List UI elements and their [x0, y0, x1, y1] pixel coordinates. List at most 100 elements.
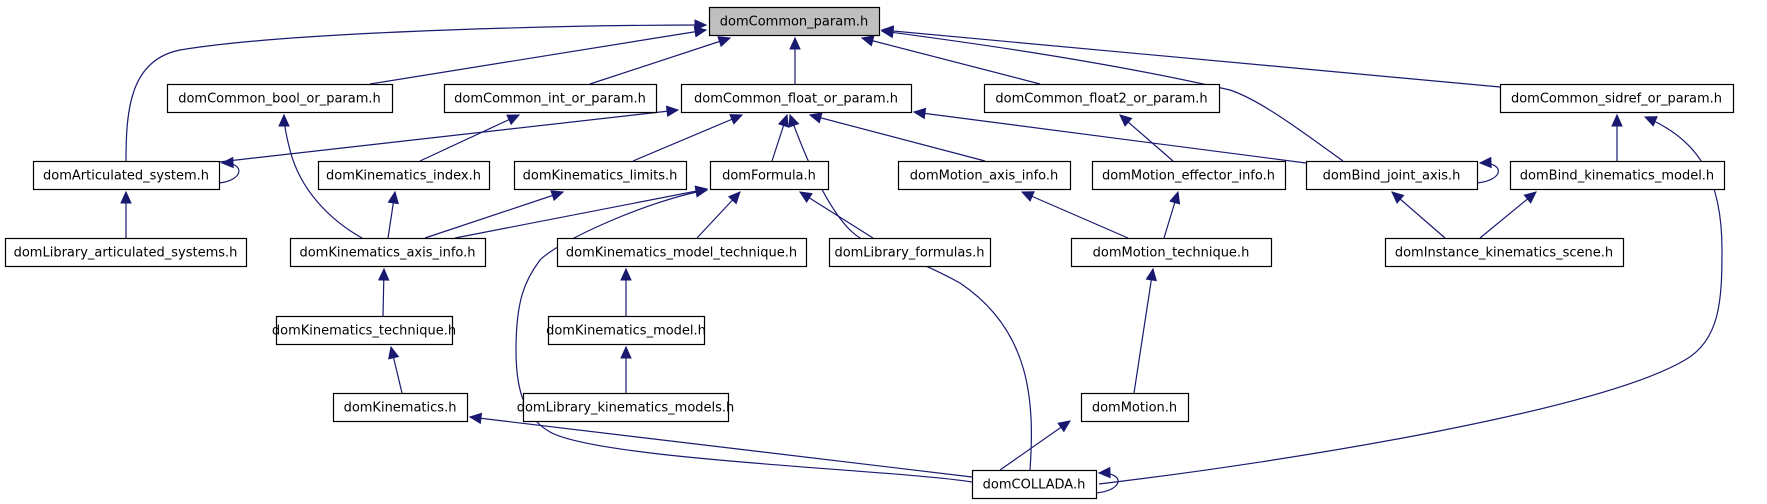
node-label: domCommon_float2_or_param.h: [995, 92, 1207, 107]
edge-float-or-param-to-common-param: [789, 36, 801, 84]
node-box[interactable]: [971, 469, 1098, 500]
arrowhead-icon: [1478, 156, 1492, 169]
edge-motion-technique-to-motion-effector-info: [1163, 190, 1181, 239]
edge-library-articulated-systems-to-articulated-system: [120, 190, 132, 238]
node-label: domBind_joint_axis.h: [1323, 169, 1461, 184]
edge-motion-axis-info-to-float-or-param: [808, 112, 986, 162]
node-kinematics[interactable]: domKinematics.h: [332, 392, 469, 423]
node-kinematics-technique[interactable]: domKinematics_technique.h: [272, 315, 456, 346]
node-box[interactable]: [1070, 237, 1273, 268]
node-formula[interactable]: domFormula.h: [709, 160, 830, 191]
node-motion-effector-info[interactable]: domMotion_effector_info.h: [1091, 160, 1287, 191]
node-box[interactable]: [983, 83, 1221, 114]
node-box[interactable]: [513, 160, 688, 191]
edge-kinematics-limits-to-float-or-param: [632, 114, 744, 162]
node-bind-kinematics-model[interactable]: domBind_kinematics_model.h: [1509, 160, 1726, 191]
node-int-or-param[interactable]: domCommon_int_or_param.h: [443, 83, 658, 114]
node-label: domKinematics_axis_info.h: [299, 246, 475, 261]
node-box[interactable]: [1305, 160, 1479, 191]
edge-line: [1391, 191, 1446, 239]
node-box[interactable]: [708, 6, 881, 37]
node-box[interactable]: [289, 237, 487, 268]
edge-line: [419, 114, 520, 162]
node-box[interactable]: [680, 83, 913, 114]
edge-library-formulas-to-formula: [798, 191, 874, 239]
edge-bool-or-param-to-common-param: [369, 26, 708, 85]
edge-kinematics-axis-info-to-kinematics-index: [387, 190, 399, 239]
edge-line: [424, 191, 564, 239]
node-label: domCommon_int_or_param.h: [454, 92, 646, 107]
node-motion-technique[interactable]: domMotion_technique.h: [1070, 237, 1273, 268]
node-library-formulas[interactable]: domLibrary_formulas.h: [828, 237, 992, 268]
node-box[interactable]: [4, 237, 248, 268]
edge-collada-to-collada: [1095, 466, 1119, 494]
edge-bind-joint-axis-to-bind-joint-axis: [1476, 156, 1499, 184]
node-label: domMotion.h: [1092, 401, 1177, 416]
node-box[interactable]: [897, 160, 1072, 191]
node-box[interactable]: [709, 160, 830, 191]
arrowhead-icon: [727, 191, 741, 205]
arrowhead-icon: [789, 36, 801, 50]
edge-kinematics-axis-info-to-formula: [454, 185, 709, 239]
arrowhead-icon: [717, 36, 732, 48]
node-collada[interactable]: domCOLLADA.h: [971, 469, 1098, 500]
node-kinematics-axis-info[interactable]: domKinematics_axis_info.h: [289, 237, 487, 268]
edge-line: [369, 29, 707, 85]
node-box[interactable]: [275, 315, 454, 346]
node-label: domCommon_float_or_param.h: [694, 92, 898, 107]
arrowhead-icon: [912, 107, 927, 120]
arrowhead-icon: [506, 114, 521, 126]
node-box[interactable]: [547, 315, 706, 346]
node-box[interactable]: [1091, 160, 1287, 191]
node-box[interactable]: [1080, 392, 1190, 423]
arrowhead-icon: [387, 190, 399, 205]
arrowhead-icon: [1643, 116, 1658, 127]
node-kinematics-index[interactable]: domKinematics_index.h: [317, 160, 491, 191]
node-box[interactable]: [522, 392, 730, 423]
node-motion-axis-info[interactable]: domMotion_axis_info.h: [897, 160, 1072, 191]
node-label: domKinematics_technique.h: [272, 324, 456, 339]
arrowhead-icon: [550, 190, 565, 202]
node-label: domLibrary_kinematics_models.h: [517, 401, 735, 416]
edge-collada-to-formula: [515, 186, 973, 483]
node-label: domInstance_kinematics_scene.h: [1395, 246, 1613, 261]
edge-collada-to-motion: [999, 420, 1071, 471]
node-box[interactable]: [332, 392, 469, 423]
node-kinematics-model[interactable]: domKinematics_model.h: [546, 315, 706, 346]
node-articulated-system[interactable]: domArticulated_system.h: [32, 160, 221, 191]
node-box[interactable]: [166, 83, 394, 114]
node-box[interactable]: [32, 160, 221, 191]
node-bool-or-param[interactable]: domCommon_bool_or_param.h: [166, 83, 394, 114]
nodes-layer: domCommon_param.h domCommon_bool_or_param…: [4, 6, 1735, 500]
edge-library-kinematics-models-to-kinematics-model: [620, 345, 632, 393]
node-library-kinematics-models[interactable]: domLibrary_kinematics_models.h: [517, 392, 735, 423]
node-label: domCOLLADA.h: [983, 478, 1086, 493]
node-float2-or-param[interactable]: domCommon_float2_or_param.h: [983, 83, 1221, 114]
edge-line: [209, 109, 679, 164]
node-float-or-param[interactable]: domCommon_float_or_param.h: [680, 83, 913, 114]
edge-bind-joint-axis-to-float-or-param: [912, 107, 1307, 164]
node-bind-joint-axis[interactable]: domBind_joint_axis.h: [1305, 160, 1479, 191]
node-box[interactable]: [1499, 83, 1735, 114]
edge-kinematics-model-to-kinematics-model-technique: [620, 267, 632, 316]
node-box[interactable]: [828, 237, 992, 268]
node-kinematics-limits[interactable]: domKinematics_limits.h: [513, 160, 688, 191]
node-kinematics-model-technique[interactable]: domKinematics_model_technique.h: [556, 237, 808, 268]
node-library-articulated-systems[interactable]: domLibrary_articulated_systems.h: [4, 237, 248, 268]
node-label: domKinematics_model.h: [546, 324, 706, 339]
edge-motion-effector-info-to-float2-or-param: [1119, 114, 1174, 162]
node-box[interactable]: [443, 83, 658, 114]
node-label: domCommon_sidref_or_param.h: [1511, 92, 1722, 107]
edge-line: [913, 111, 1307, 164]
node-sidref-or-param[interactable]: domCommon_sidref_or_param.h: [1499, 83, 1735, 114]
node-box[interactable]: [556, 237, 808, 268]
node-box[interactable]: [1509, 160, 1726, 191]
node-instance-kinematics-scene[interactable]: domInstance_kinematics_scene.h: [1384, 237, 1625, 268]
node-box[interactable]: [1384, 237, 1625, 268]
node-label: domMotion_axis_info.h: [910, 169, 1059, 184]
node-motion[interactable]: domMotion.h: [1080, 392, 1190, 423]
node-box[interactable]: [317, 160, 491, 191]
edge-line: [881, 29, 1501, 88]
node-common-param[interactable]: domCommon_param.h: [708, 6, 881, 37]
